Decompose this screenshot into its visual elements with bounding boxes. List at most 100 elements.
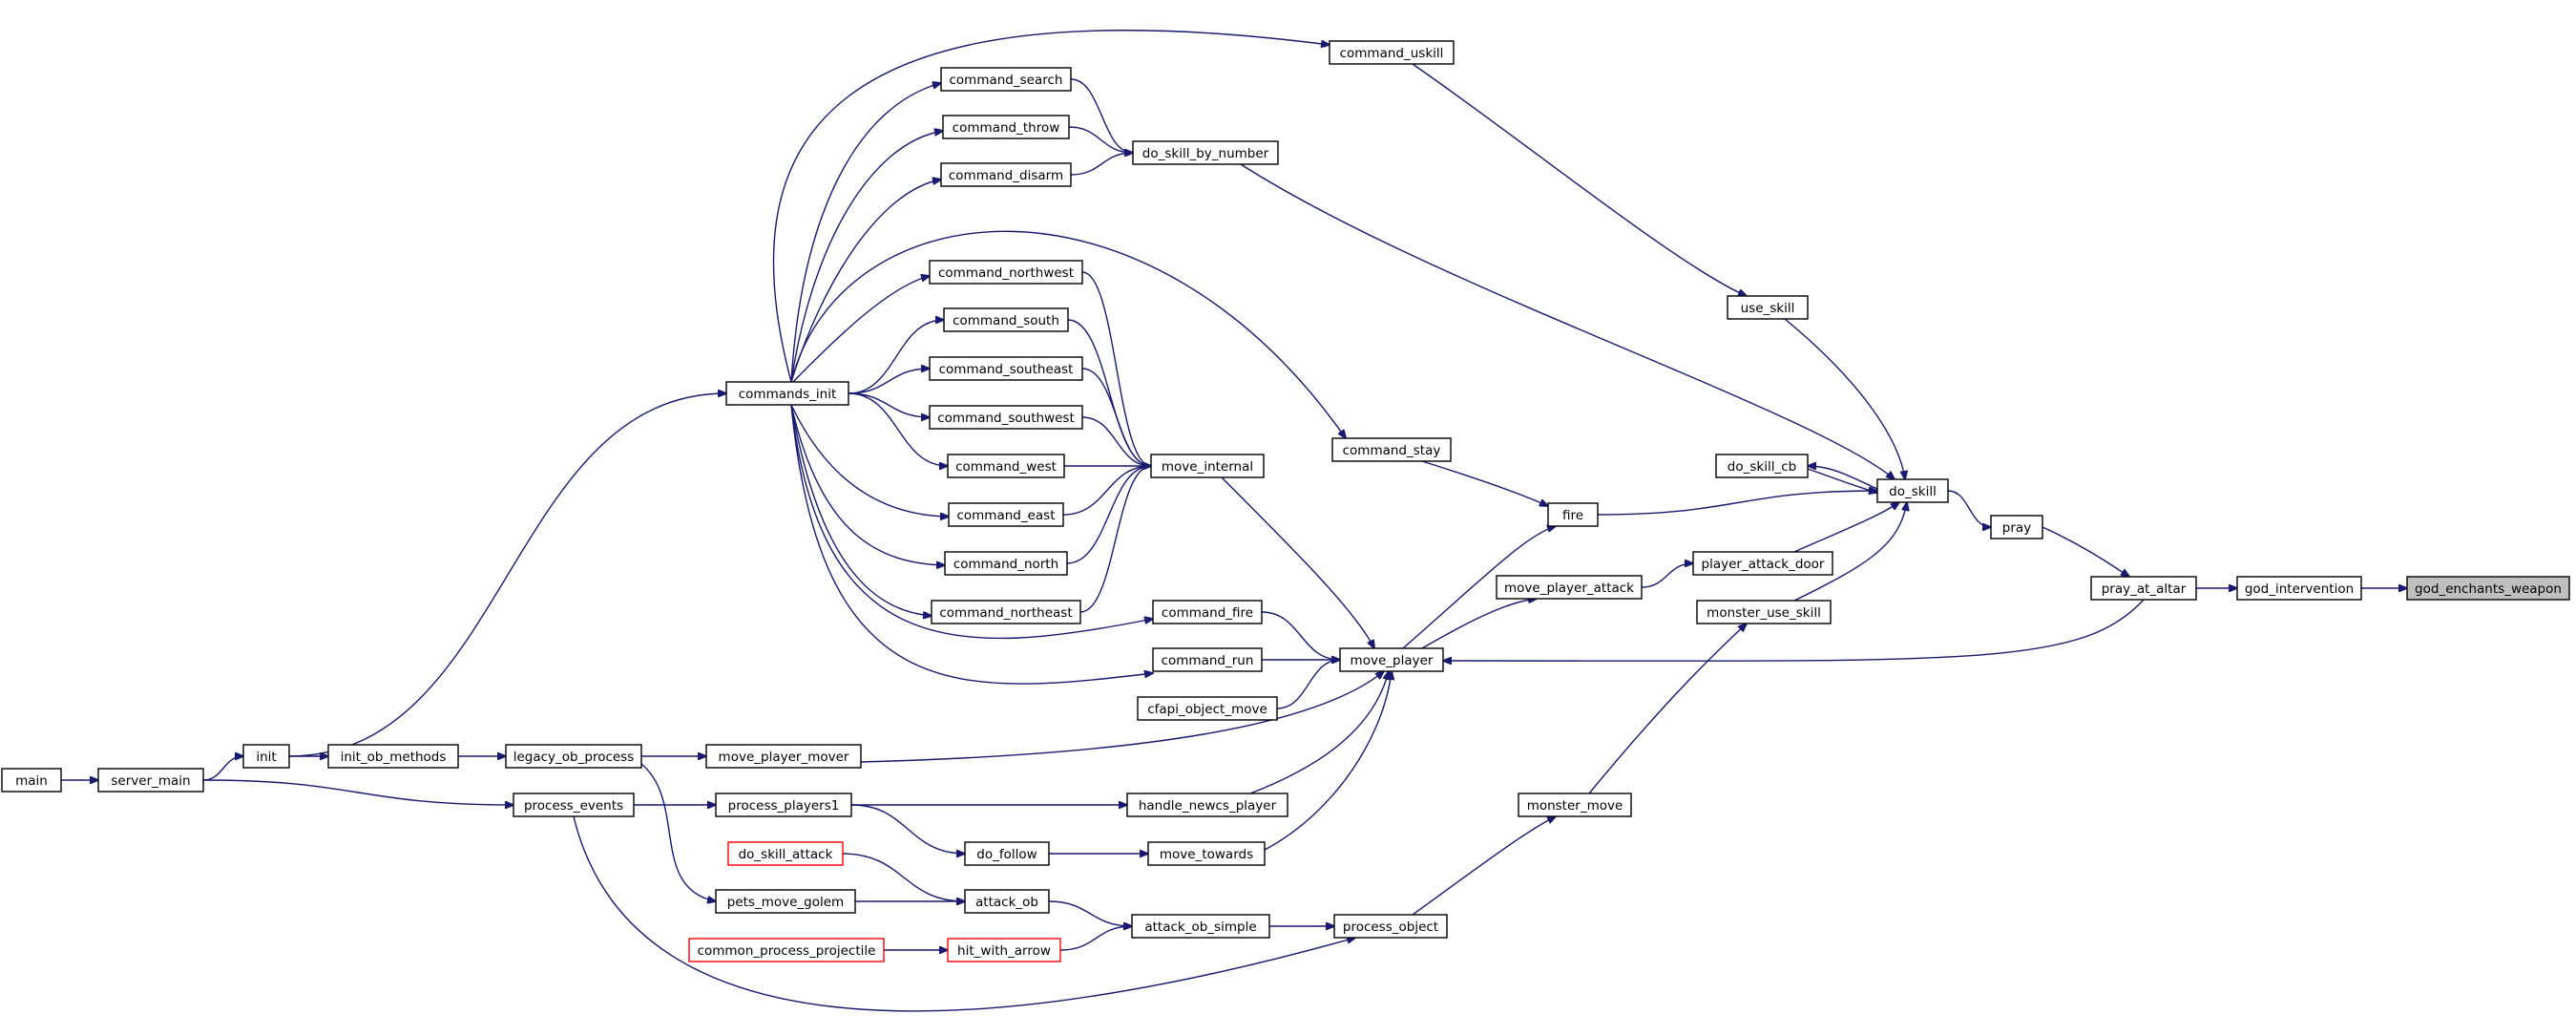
node-command_search[interactable]: command_search [940, 67, 1072, 92]
node-command_throw[interactable]: command_throw [942, 115, 1070, 139]
node-box[interactable] [725, 381, 849, 406]
node-command_uskill[interactable]: command_uskill [1329, 40, 1455, 65]
node-box[interactable] [727, 841, 844, 866]
node-monster_use_skill[interactable]: monster_use_skill [1696, 600, 1832, 624]
node-command_east[interactable]: command_east [948, 502, 1064, 527]
node-box[interactable] [327, 744, 459, 769]
node-move_player_mover[interactable]: move_player_mover [705, 744, 862, 769]
node-pray_at_altar[interactable]: pray_at_altar [2090, 576, 2197, 601]
node-box[interactable] [505, 744, 642, 769]
node-move_internal[interactable]: move_internal [1150, 454, 1265, 478]
node-box[interactable] [1496, 575, 1643, 600]
node-handle_newcs_player[interactable]: handle_newcs_player [1126, 793, 1288, 817]
node-do_skill[interactable]: do_skill [1876, 478, 1949, 503]
node-box[interactable] [940, 67, 1072, 92]
node-monster_move[interactable]: monster_move [1518, 793, 1632, 817]
node-box[interactable] [929, 405, 1083, 430]
node-box[interactable] [2406, 576, 2570, 601]
node-move_player_attack[interactable]: move_player_attack [1496, 575, 1643, 600]
node-cfapi_object_move[interactable]: cfapi_object_move [1137, 696, 1278, 721]
node-box[interactable] [929, 356, 1083, 381]
node-command_stay[interactable]: command_stay [1331, 437, 1452, 462]
node-god_enchants_weapon[interactable]: god_enchants_weapon [2406, 576, 2570, 601]
node-command_disarm[interactable]: command_disarm [940, 162, 1072, 187]
node-command_northeast[interactable]: command_northeast [931, 600, 1081, 624]
node-server_main[interactable]: server_main [97, 768, 204, 793]
node-init_ob_methods[interactable]: init_ob_methods [327, 744, 459, 769]
node-box[interactable] [964, 841, 1050, 866]
node-process_players1[interactable]: process_players1 [715, 793, 852, 817]
node-box[interactable] [1339, 647, 1444, 672]
node-box[interactable] [1, 768, 62, 793]
node-box[interactable] [947, 938, 1061, 962]
node-box[interactable] [1692, 551, 1833, 576]
node-command_southwest[interactable]: command_southwest [929, 405, 1083, 430]
node-box[interactable] [97, 768, 204, 793]
node-box[interactable] [2236, 576, 2362, 601]
node-box[interactable] [929, 260, 1083, 285]
node-common_process_projectile[interactable]: common_process_projectile [688, 938, 885, 962]
node-box[interactable] [1331, 437, 1452, 462]
node-box[interactable] [1150, 454, 1265, 478]
node-box[interactable] [940, 162, 1072, 187]
node-box[interactable] [1990, 515, 2043, 539]
node-main[interactable]: main [1, 768, 62, 793]
node-attack_ob_simple[interactable]: attack_ob_simple [1131, 914, 1270, 939]
node-box[interactable] [1518, 793, 1632, 817]
node-command_northwest[interactable]: command_northwest [929, 260, 1083, 285]
node-box[interactable] [1876, 478, 1949, 503]
node-pray[interactable]: pray [1990, 515, 2043, 539]
node-box[interactable] [1329, 40, 1455, 65]
node-box[interactable] [705, 744, 862, 769]
node-box[interactable] [242, 744, 290, 769]
node-command_north[interactable]: command_north [944, 551, 1068, 576]
node-command_west[interactable]: command_west [947, 454, 1065, 478]
node-box[interactable] [1715, 454, 1809, 478]
node-box[interactable] [1126, 793, 1288, 817]
node-player_attack_door[interactable]: player_attack_door [1692, 551, 1833, 576]
node-box[interactable] [1152, 647, 1263, 672]
node-box[interactable] [1137, 696, 1278, 721]
node-box[interactable] [964, 889, 1050, 914]
node-box[interactable] [944, 551, 1068, 576]
node-command_southeast[interactable]: command_southeast [929, 356, 1083, 381]
node-do_skill_attack[interactable]: do_skill_attack [727, 841, 844, 866]
node-box[interactable] [943, 307, 1069, 332]
node-commands_init[interactable]: commands_init [725, 381, 849, 406]
node-command_run[interactable]: command_run [1152, 647, 1263, 672]
node-box[interactable] [715, 793, 852, 817]
node-do_follow[interactable]: do_follow [964, 841, 1050, 866]
node-box[interactable] [947, 454, 1065, 478]
node-move_towards[interactable]: move_towards [1147, 841, 1266, 866]
node-fire[interactable]: fire [1547, 502, 1599, 527]
node-command_fire[interactable]: command_fire [1152, 600, 1263, 624]
node-box[interactable] [688, 938, 885, 962]
node-hit_with_arrow[interactable]: hit_with_arrow [947, 938, 1061, 962]
node-init[interactable]: init [242, 744, 290, 769]
node-box[interactable] [1147, 841, 1266, 866]
node-do_skill_by_number[interactable]: do_skill_by_number [1132, 140, 1279, 165]
node-box[interactable] [1696, 600, 1832, 624]
node-command_south[interactable]: command_south [943, 307, 1069, 332]
node-box[interactable] [1547, 502, 1599, 527]
node-pets_move_golem[interactable]: pets_move_golem [715, 889, 856, 914]
node-box[interactable] [1152, 600, 1263, 624]
node-process_object[interactable]: process_object [1333, 914, 1448, 939]
node-box[interactable] [1132, 140, 1279, 165]
node-use_skill[interactable]: use_skill [1727, 295, 1809, 320]
node-box[interactable] [948, 502, 1064, 527]
node-box[interactable] [1727, 295, 1809, 320]
node-box[interactable] [513, 793, 635, 817]
node-box[interactable] [1333, 914, 1448, 939]
node-move_player[interactable]: move_player [1339, 647, 1444, 672]
node-box[interactable] [715, 889, 856, 914]
node-attack_ob[interactable]: attack_ob [964, 889, 1050, 914]
node-box[interactable] [2090, 576, 2197, 601]
node-process_events[interactable]: process_events [513, 793, 635, 817]
node-box[interactable] [931, 600, 1081, 624]
node-box[interactable] [1131, 914, 1270, 939]
node-do_skill_cb[interactable]: do_skill_cb [1715, 454, 1809, 478]
node-god_intervention[interactable]: god_intervention [2236, 576, 2362, 601]
node-legacy_ob_process[interactable]: legacy_ob_process [505, 744, 642, 769]
node-box[interactable] [942, 115, 1070, 139]
